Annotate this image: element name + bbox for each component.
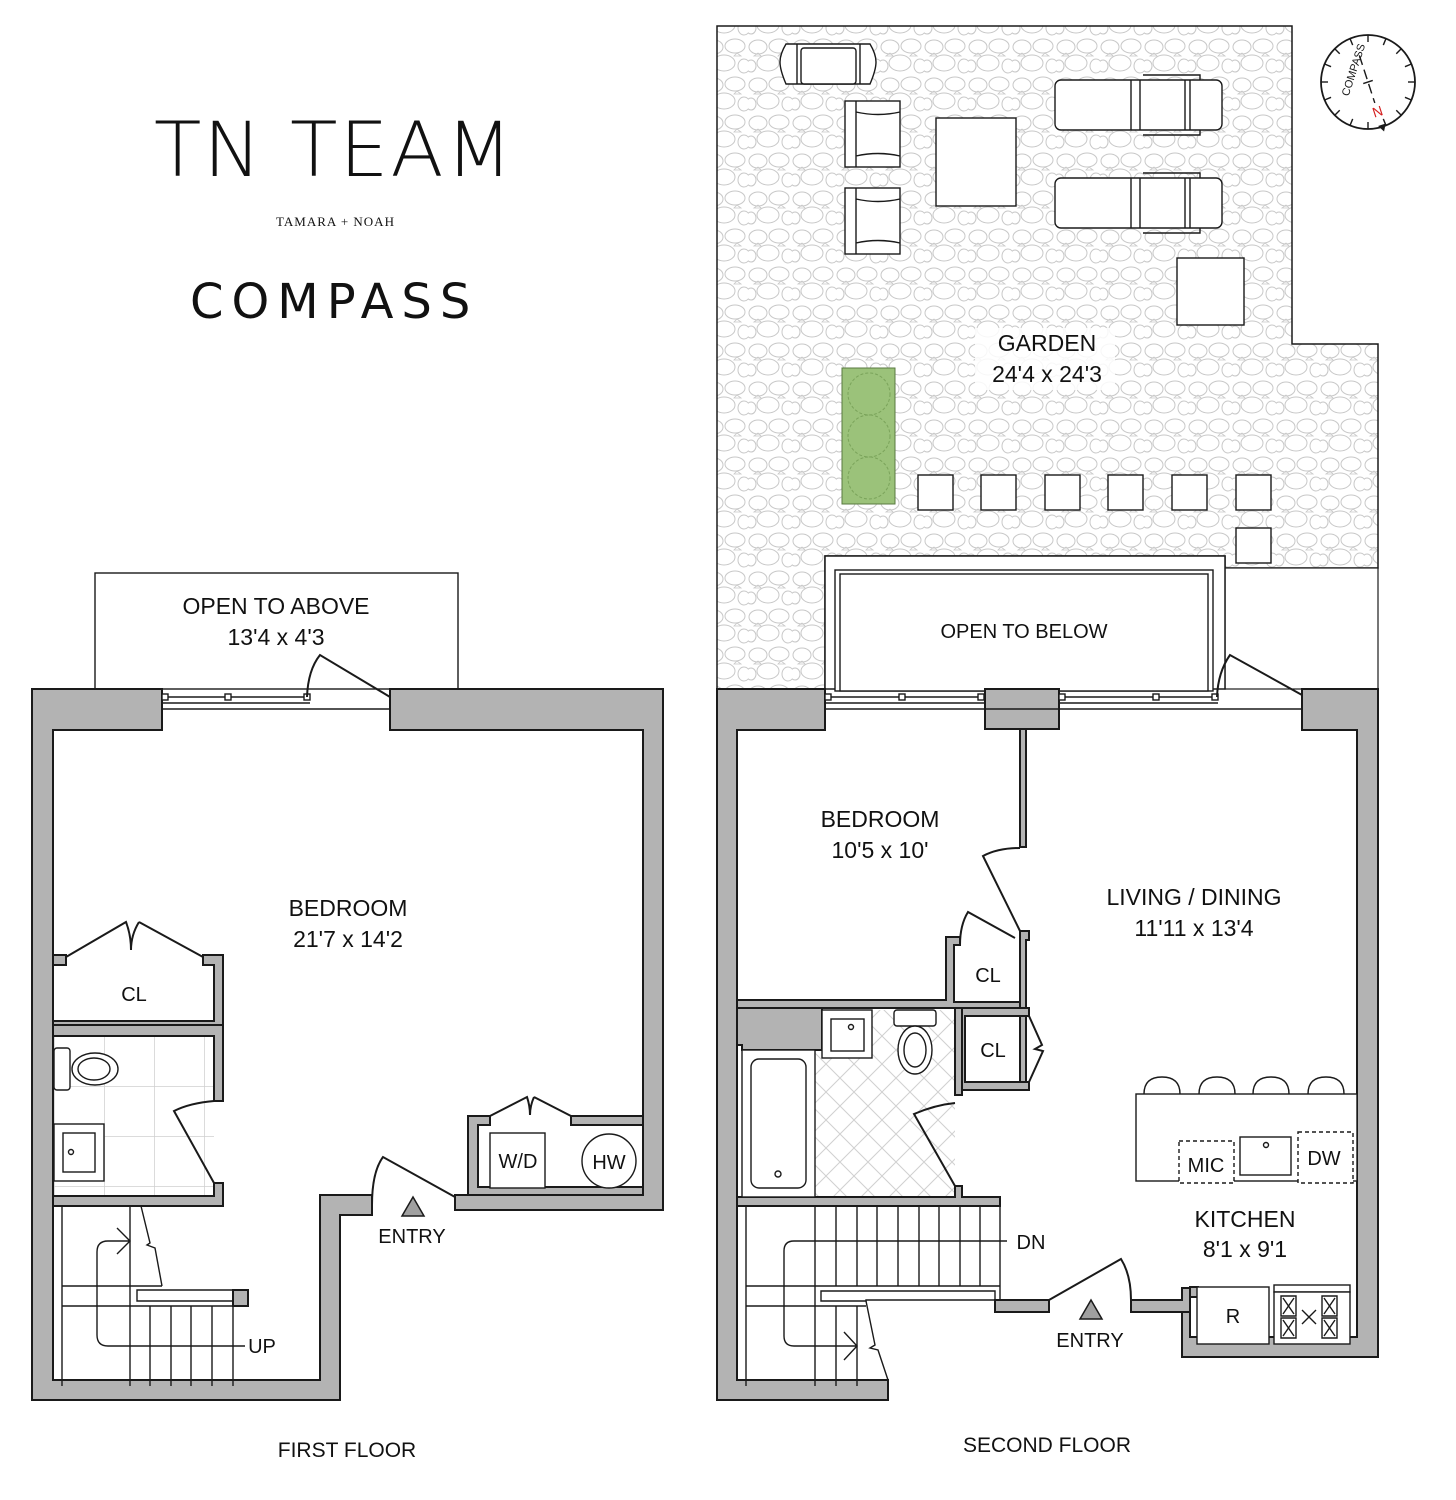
bar-stools	[1143, 1076, 1345, 1095]
bedroom-door-swing	[981, 847, 1021, 932]
planter	[841, 367, 896, 505]
staircase-up: UP	[61, 1205, 276, 1386]
compass-rose-icon: N COMPASS	[1320, 34, 1416, 132]
closet-label: CL	[121, 984, 147, 1006]
floor-caption: FIRST FLOOR	[278, 1439, 416, 1462]
exterior-wall	[389, 688, 664, 1211]
room-name-bedroom-2: BEDROOM	[821, 806, 940, 832]
exterior-wall	[31, 688, 373, 1401]
hot-water-heater	[581, 1133, 637, 1189]
garden-furniture	[779, 43, 1272, 564]
team-logo-subtitle: TAMARA + NOAH	[276, 214, 395, 229]
room-dims-open-to-above: 13'4 x 4'3	[227, 624, 324, 650]
microwave	[1178, 1140, 1235, 1184]
hot-water-label: HW	[592, 1152, 625, 1174]
room-name-bedroom-1: BEDROOM	[289, 895, 408, 921]
microwave-label: MIC	[1188, 1155, 1225, 1177]
washer-dryer	[489, 1132, 546, 1189]
washer-dryer-label: W/D	[499, 1151, 538, 1173]
stair-direction-label: DN	[1017, 1232, 1046, 1254]
bathroom-door-swing	[912, 1102, 956, 1187]
staircase-down: DN	[745, 1206, 1046, 1386]
second-floor: GARDEN 24'4 x 24'3 OPEN TO BELOW CL BEDR…	[716, 25, 1379, 1457]
room-dims-garden: 24'4 x 24'3	[992, 361, 1102, 387]
room-dims-living-dining: 11'11 x 13'4	[1134, 915, 1253, 941]
closet-label: CL	[980, 1040, 1006, 1062]
room-dims-bedroom-1: 21'7 x 14'2	[293, 926, 403, 952]
brokerage-logo: COMPASS	[190, 274, 479, 330]
room-name-open-to-above: OPEN TO ABOVE	[182, 593, 369, 619]
sink-icon	[821, 1009, 873, 1059]
entry-label: ENTRY	[1056, 1330, 1123, 1352]
dishwasher	[1297, 1131, 1354, 1184]
open-to-above-area	[94, 572, 459, 690]
dishwasher-label: DW	[1307, 1148, 1340, 1170]
entry-marker-icon	[1078, 1298, 1104, 1320]
garden-door-swing	[1216, 653, 1303, 698]
bathtub-icon	[741, 1049, 816, 1198]
room-name-garden: GARDEN	[998, 330, 1096, 356]
north-label: N	[1370, 102, 1385, 120]
sink-icon	[53, 1123, 105, 1182]
stove-icon	[1273, 1284, 1351, 1345]
closet-double-door	[65, 920, 204, 958]
kitchen-island: MIC DW	[1135, 1076, 1358, 1184]
stair-direction-label: UP	[248, 1336, 276, 1358]
room-dims-kitchen: 8'1 x 9'1	[1203, 1236, 1287, 1262]
first-floor: OPEN TO ABOVE 13'4 x 4'3 CL	[31, 572, 664, 1462]
refrigerator	[1196, 1286, 1270, 1345]
entry-marker-icon	[400, 1195, 426, 1217]
utility-double-door	[489, 1095, 572, 1117]
room-name-living-dining: LIVING / DINING	[1106, 884, 1281, 910]
room-name-kitchen: KITCHEN	[1195, 1206, 1296, 1232]
toilet-icon	[53, 1047, 119, 1091]
bathroom-door-swing	[172, 1100, 215, 1184]
room-name-open-to-below: OPEN TO BELOW	[940, 621, 1107, 643]
team-logo-title: TN TEAM	[154, 105, 515, 194]
entry-door-swing	[1048, 1257, 1132, 1301]
closet-door-swing	[1028, 1015, 1045, 1083]
balcony-door-swing	[306, 653, 391, 698]
refrigerator-label: R	[1226, 1306, 1240, 1328]
entry-label: ENTRY	[378, 1226, 445, 1248]
floor-caption: SECOND FLOOR	[963, 1434, 1131, 1457]
closet-label: CL	[975, 965, 1001, 987]
room-dims-bedroom-2: 10'5 x 10'	[831, 837, 928, 863]
toilet-icon	[893, 1009, 937, 1075]
entry-door-swing	[371, 1155, 456, 1206]
closet-door-swing	[959, 910, 1016, 946]
window	[162, 696, 310, 704]
